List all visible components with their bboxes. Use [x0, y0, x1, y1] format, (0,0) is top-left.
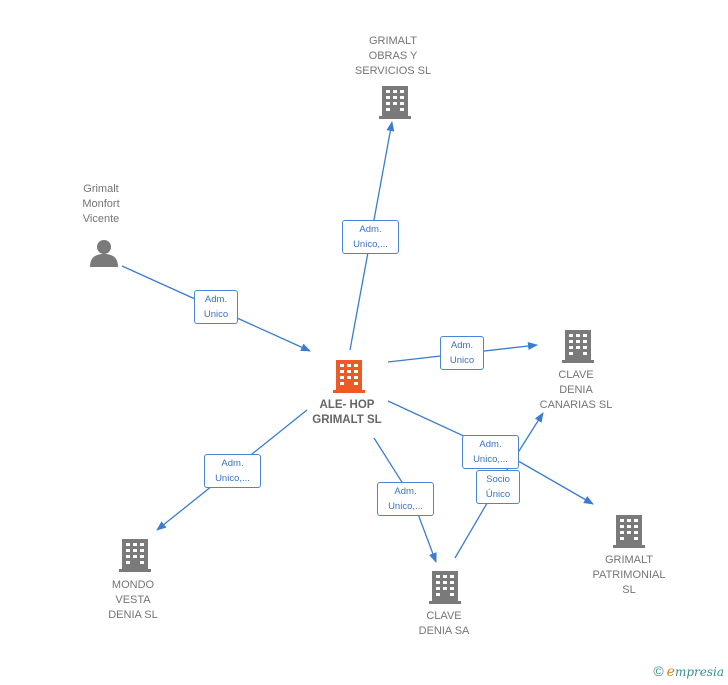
edge-label-to-clave-denia: Adm. Unico,... — [377, 482, 434, 516]
building-icon — [379, 86, 411, 119]
person-icon — [90, 240, 118, 267]
node-label-grimalt-obras[interactable]: GRIMALT OBRAS Y SERVICIOS SL — [354, 35, 432, 77]
edge-label-to-canarias: Adm. Unico — [440, 336, 484, 370]
edge-to-patrimonial — [387, 400, 594, 505]
edge-label-to-mondo: Adm. Unico,... — [204, 454, 261, 488]
building-icon — [613, 515, 645, 548]
edge-label-socio: Socio Único — [476, 470, 520, 504]
node-label-clave-denia[interactable]: CLAVE DENIA SA — [418, 610, 470, 637]
node-label-ale-hop[interactable]: ALE- HOP GRIMALT SL — [312, 399, 382, 426]
edge-label-to-obras: Adm. Unico,... — [342, 220, 399, 254]
edge-label-to-patrimonial: Adm. Unico,... — [462, 435, 519, 469]
node-label-grimalt-patrimonial[interactable]: GRIMALT PATRIMONIAL SL — [592, 554, 666, 596]
node-label-mondo-vesta[interactable]: MONDO VESTA DENIA SL — [108, 579, 158, 621]
empresia-watermark: ©empresia — [653, 663, 724, 680]
copyright-symbol: © — [653, 663, 664, 679]
building-icon-main — [333, 360, 365, 393]
edge-label-from-monfort: Adm. Unico — [194, 290, 238, 324]
building-icon — [119, 539, 151, 572]
building-icon — [562, 330, 594, 363]
node-label-grimalt-monfort[interactable]: Grimalt Monfort Vicente — [82, 183, 120, 225]
building-icon — [429, 571, 461, 604]
node-label-clave-canarias[interactable]: CLAVE DENIA CANARIAS SL — [539, 369, 613, 411]
brand-name: mpresia — [674, 665, 724, 679]
brand-initial: e — [666, 664, 675, 680]
